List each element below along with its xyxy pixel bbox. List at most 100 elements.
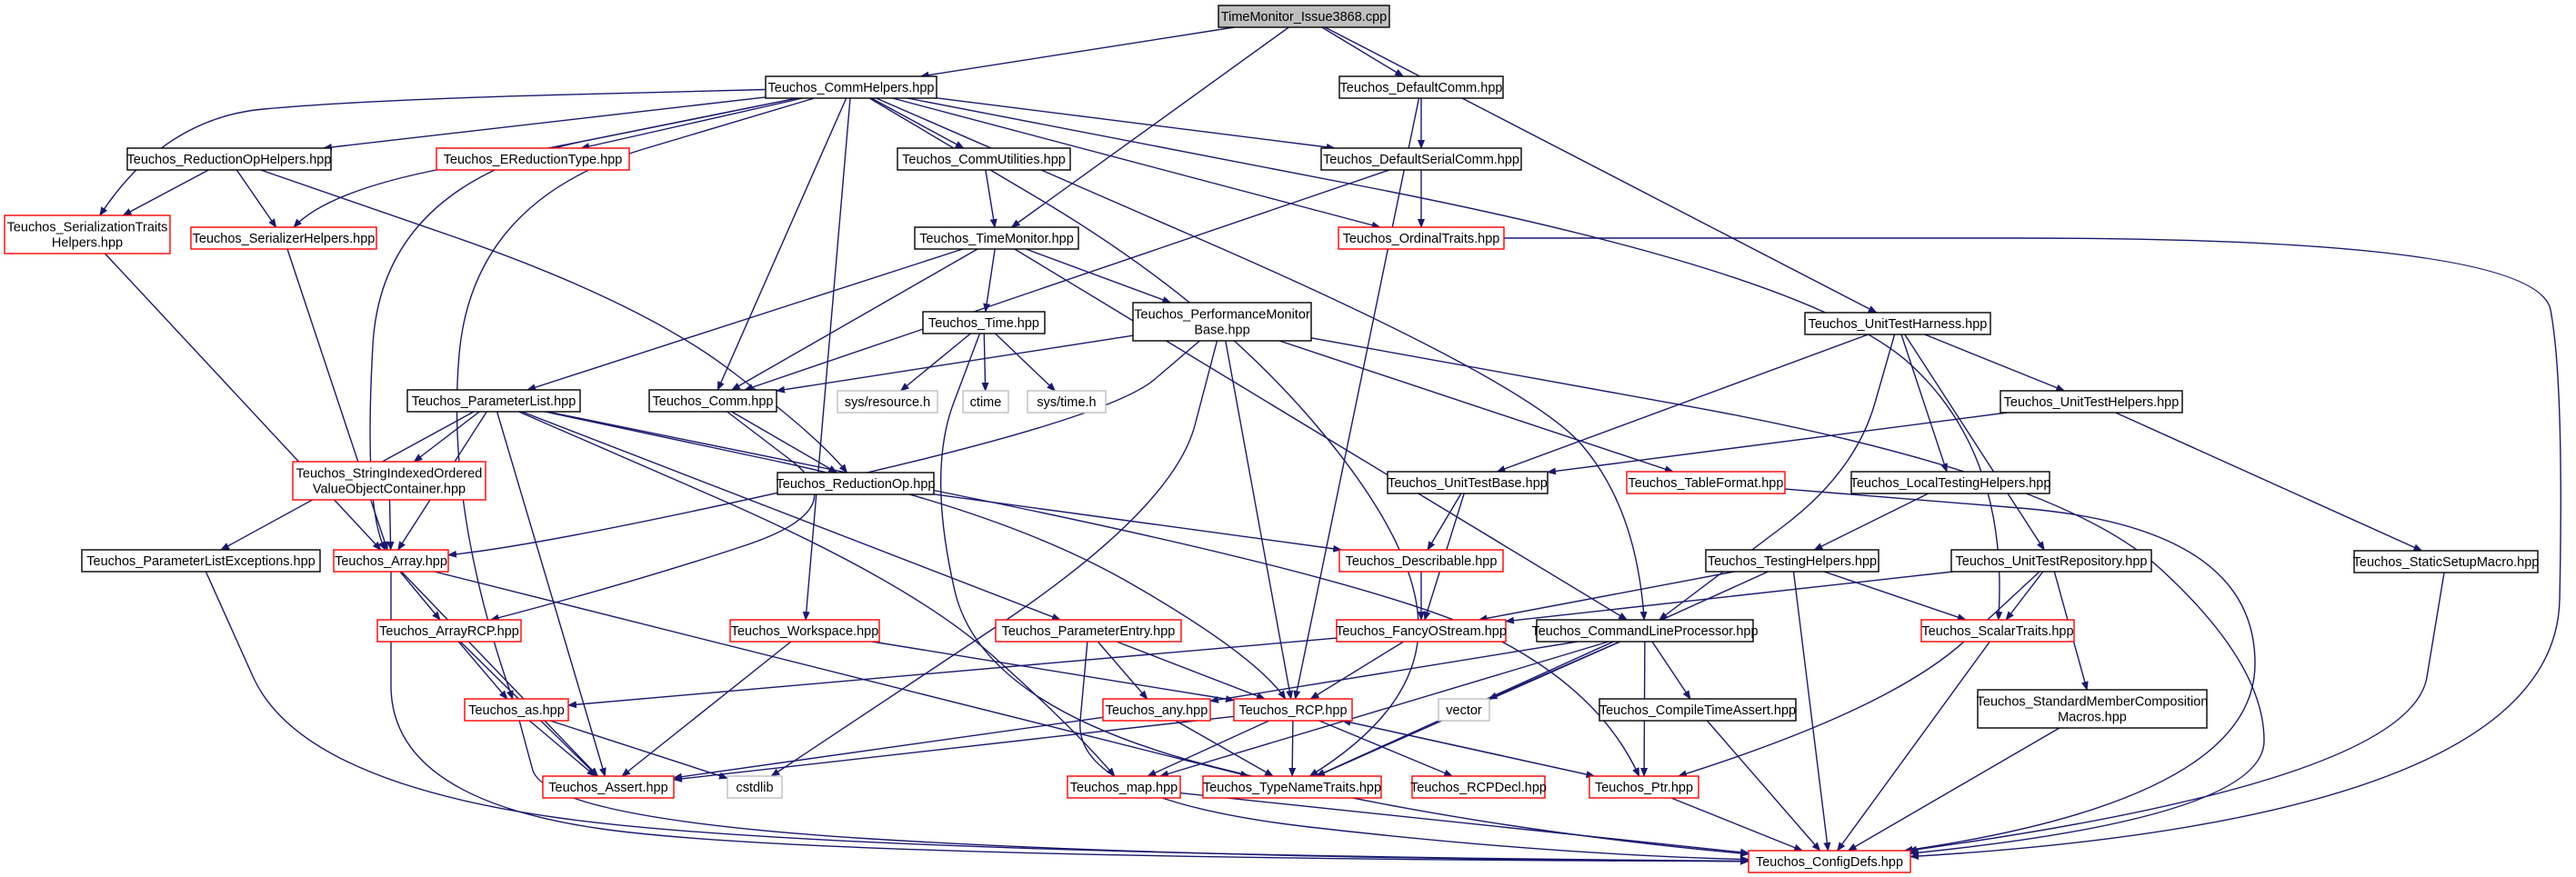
node-box — [1387, 471, 1549, 494]
graph-node[interactable]: Teuchos_Comm.hpp — [648, 389, 777, 413]
graph-node[interactable]: Teuchos_OrdinalTraits.hpp — [1338, 226, 1505, 250]
node-box — [1589, 775, 1699, 799]
edge-n13-n49 — [1310, 337, 2265, 857]
graph-node[interactable]: Teuchos_Array.hpp — [333, 549, 449, 573]
graph-node[interactable]: Teuchos_CommandLineProcessor.hpp — [1531, 619, 1759, 643]
graph-node[interactable]: Teuchos_Workspace.hpp — [729, 619, 880, 643]
node-label: Teuchos_CompileTimeAssert.hpp — [1599, 703, 1796, 718]
graph-node[interactable]: Teuchos_as.hpp — [464, 698, 569, 722]
node-label: ValueObjectContainer.hpp — [313, 483, 466, 497]
graph-node[interactable]: Teuchos_CommHelpers.hpp — [765, 75, 937, 99]
node-box — [1336, 619, 1507, 643]
node-label: Teuchos_CommHelpers.hpp — [768, 81, 935, 95]
graph-node[interactable]: Teuchos_DefaultSerialComm.hpp — [1320, 147, 1522, 171]
node-label: Teuchos_ArrayRCP.hpp — [379, 624, 519, 639]
node-label: Teuchos_ReductionOpHelpers.hpp — [127, 153, 332, 167]
graph-node[interactable]: Teuchos_ReductionOpHelpers.hpp — [126, 147, 332, 171]
graph-node[interactable]: Teuchos_RCPDecl.hpp — [1410, 775, 1547, 799]
node-box — [4, 214, 171, 254]
edge-n21-n27 — [933, 493, 1343, 553]
graph-node[interactable]: Teuchos_EReductionType.hpp — [436, 147, 630, 171]
graph-node[interactable]: Teuchos_DefaultComm.hpp — [1338, 75, 1504, 99]
node-box — [1920, 619, 2075, 643]
node-label: Teuchos_Array.hpp — [335, 554, 447, 569]
node-label: Teuchos_EReductionType.hpp — [444, 153, 623, 167]
edge-n33-n39 — [1116, 641, 1266, 700]
graph-node: sys/time.h — [1027, 390, 1107, 414]
node-box — [962, 390, 1009, 414]
graph-node[interactable]: Teuchos_UnitTestHelpers.hpp — [2000, 390, 2183, 414]
graph-node[interactable]: Teuchos_UnitTestBase.hpp — [1387, 471, 1549, 494]
graph-node[interactable]: Teuchos_RCP.hpp — [1233, 698, 1353, 722]
graph-node[interactable]: Teuchos_UnitTestHarness.hpp — [1804, 312, 1991, 335]
edge-n14-n43 — [496, 411, 606, 777]
edge-n7-n2 — [985, 169, 997, 228]
graph-node[interactable]: Teuchos_ParameterListExceptions.hpp — [81, 549, 321, 573]
node-label: Helpers.hpp — [52, 236, 123, 251]
edge-n13-n15 — [776, 334, 1134, 394]
graph-node[interactable]: Teuchos_ReductionOp.hpp — [777, 472, 936, 495]
graph-node[interactable]: Teuchos_CommUtilities.hpp — [897, 147, 1071, 171]
graph-node[interactable]: Teuchos_FancyOStream.hpp — [1336, 619, 1507, 643]
graph-node[interactable]: Teuchos_ParameterList.hpp — [406, 389, 581, 413]
graph-node: cstdlib — [727, 775, 783, 799]
graph-node[interactable]: Teuchos_UnitTestRepository.hpp — [1950, 549, 2152, 573]
graph-node[interactable]: Teuchos_ConfigDefs.hpp — [1748, 850, 1911, 873]
node-box — [1218, 5, 1390, 28]
edge-n14-n48 — [546, 411, 1640, 777]
edge-n1-n5 — [322, 96, 767, 151]
edge-n28-n46 — [1315, 571, 1769, 777]
graph-node[interactable]: Teuchos_StaticSetupMacro.hpp — [2353, 550, 2540, 573]
edge-n14-n39 — [545, 411, 1287, 700]
edge-n4-n24 — [1900, 334, 1948, 473]
graph-node[interactable]: Teuchos_Ptr.hpp — [1589, 775, 1699, 799]
graph-node[interactable]: Teuchos_SerializerHelpers.hpp — [190, 226, 377, 250]
edge-n26-n49 — [390, 572, 1749, 865]
graph-node[interactable]: TimeMonitor_Issue3868.cpp — [1218, 5, 1390, 28]
graph-node[interactable]: Teuchos_StandardMemberCompositionMacros.… — [1977, 689, 2209, 729]
graph-node[interactable]: Teuchos_StringIndexedOrderedValueObjectC… — [292, 461, 486, 501]
graph-node[interactable]: Teuchos_map.hpp — [1067, 775, 1181, 799]
graph-node[interactable]: Teuchos_Assert.hpp — [542, 775, 675, 799]
node-label: sys/time.h — [1037, 395, 1096, 410]
edge-n1-n46 — [868, 97, 1419, 777]
graph-node[interactable]: Teuchos_TimeMonitor.hpp — [914, 226, 1079, 250]
node-box — [648, 389, 777, 413]
node-box — [727, 775, 783, 799]
graph-node[interactable]: Teuchos_ParameterEntry.hpp — [995, 619, 1182, 643]
graph-node[interactable]: Teuchos_ScalarTraits.hpp — [1920, 619, 2075, 643]
edge-n1-n32 — [802, 97, 851, 621]
edge-n37-n43 — [528, 720, 596, 777]
node-box — [376, 619, 522, 643]
node-label: Teuchos_Assert.hpp — [548, 781, 667, 795]
edge-n48-n49 — [1670, 797, 1804, 852]
node-box — [922, 311, 1046, 334]
graph-node[interactable]: Teuchos_TestingHelpers.hpp — [1705, 549, 1879, 573]
node-label: Base.hpp — [1194, 324, 1249, 338]
node-label: Teuchos_UnitTestBase.hpp — [1388, 476, 1548, 491]
edge-n5-n9 — [122, 169, 209, 216]
graph-node[interactable]: Teuchos_CompileTimeAssert.hpp — [1599, 698, 1797, 722]
node-label: Teuchos_TypeNameTraits.hpp — [1203, 781, 1381, 795]
graph-node[interactable]: Teuchos_ArrayRCP.hpp — [376, 619, 522, 643]
graph-node[interactable]: Teuchos_Time.hpp — [922, 311, 1046, 334]
edge-n20-n26 — [386, 499, 395, 551]
node-box — [1411, 775, 1546, 799]
edge-n29-n48 — [1678, 571, 2040, 778]
node-box — [1338, 226, 1505, 250]
edge-n13-n39 — [1225, 340, 1294, 700]
graph-node[interactable]: Teuchos_any.hpp — [1102, 698, 1211, 722]
node-box — [1438, 698, 1490, 722]
graph-node[interactable]: Teuchos_LocalTestingHelpers.hpp — [1850, 471, 2051, 494]
graph-node[interactable]: Teuchos_TypeNameTraits.hpp — [1202, 775, 1382, 799]
node-label: Teuchos_DefaultComm.hpp — [1340, 81, 1503, 95]
edge-n1-n15 — [717, 97, 847, 391]
node-label: Teuchos_StaticSetupMacro.hpp — [2353, 555, 2540, 570]
graph-node[interactable]: Teuchos_Describable.hpp — [1338, 549, 1504, 573]
edge-n26-n43 — [400, 571, 599, 777]
node-box — [995, 619, 1182, 643]
node-box — [1626, 471, 1786, 494]
graph-node[interactable]: Teuchos_TableFormat.hpp — [1626, 471, 1786, 494]
